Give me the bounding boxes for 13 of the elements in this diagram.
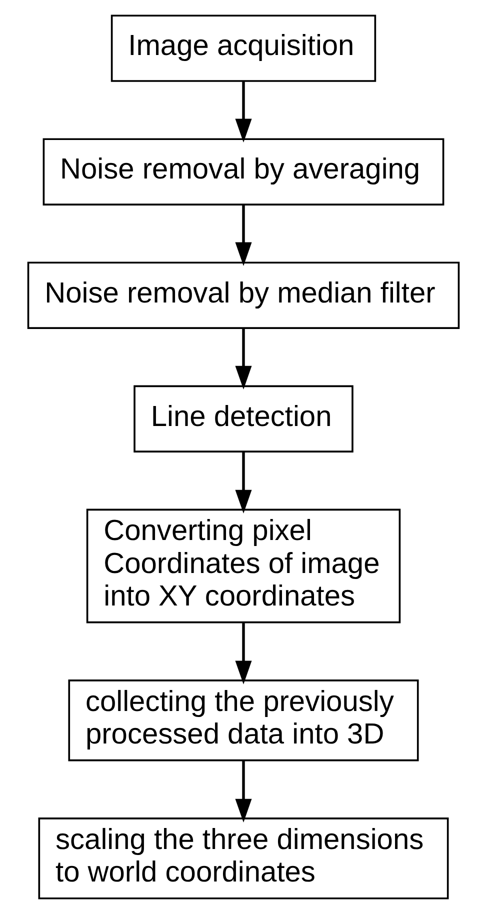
arrow (234, 328, 252, 390)
node-box: Noise removal by averaging (42, 138, 444, 206)
node-box: Line detection (133, 385, 353, 452)
node-box: Noise removal by median filter (26, 262, 460, 329)
arrow (234, 82, 252, 142)
arrow (234, 623, 252, 684)
arrow (234, 452, 252, 514)
node-box: collecting the previously processed data into 3D (68, 680, 418, 762)
node-box: Converting pixel Coordinates of image into XY coordinates (86, 508, 400, 624)
node-box: scaling the three dimensions to world coordinates (38, 818, 448, 900)
arrow (234, 760, 252, 822)
arrow (234, 205, 252, 266)
node-box: Image acquisition (110, 14, 376, 82)
